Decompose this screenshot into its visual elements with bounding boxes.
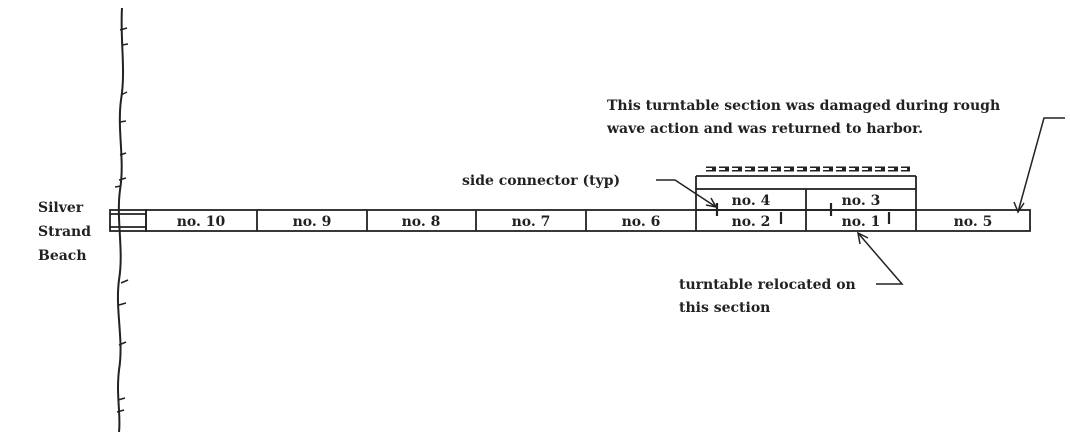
section-no-7: no. 7 [512, 214, 551, 230]
turntable-section [695, 166, 917, 189]
section-no-3: no. 3 [842, 193, 881, 209]
section-no-4: no. 4 [732, 193, 771, 209]
section-no-5: no. 5 [954, 214, 993, 230]
beach-label-line2: Strand [38, 224, 91, 240]
section-no-9: no. 9 [293, 214, 332, 230]
upper-section-row [695, 188, 917, 211]
side-connector-label: side connector (typ) [462, 173, 620, 189]
section-no-1: no. 1 [842, 214, 881, 230]
beach-label-line3: Beach [38, 248, 87, 264]
main-section-row [145, 209, 1031, 232]
relocated-note-leader [856, 231, 904, 285]
damaged-note-leader [1013, 117, 1065, 214]
beach-connector [109, 209, 147, 232]
damaged-note-line2: wave action and was returned to harbor. [606, 121, 923, 137]
section-no-10: no. 10 [177, 214, 226, 230]
side-connectors [715, 203, 891, 224]
side-connector-leader [656, 179, 718, 209]
damaged-note-line1: This turntable section was damaged durin… [607, 98, 1000, 114]
section-no-6: no. 6 [622, 214, 661, 230]
section-no-2: no. 2 [732, 214, 771, 230]
beach-label-line1: Silver [38, 200, 84, 216]
section-no-8: no. 8 [402, 214, 441, 230]
shoreline-ticks [114, 27, 129, 413]
relocated-note-line1: turntable relocated on [679, 277, 856, 293]
shoreline [116, 7, 125, 432]
relocated-note-line2: this section [679, 300, 770, 316]
